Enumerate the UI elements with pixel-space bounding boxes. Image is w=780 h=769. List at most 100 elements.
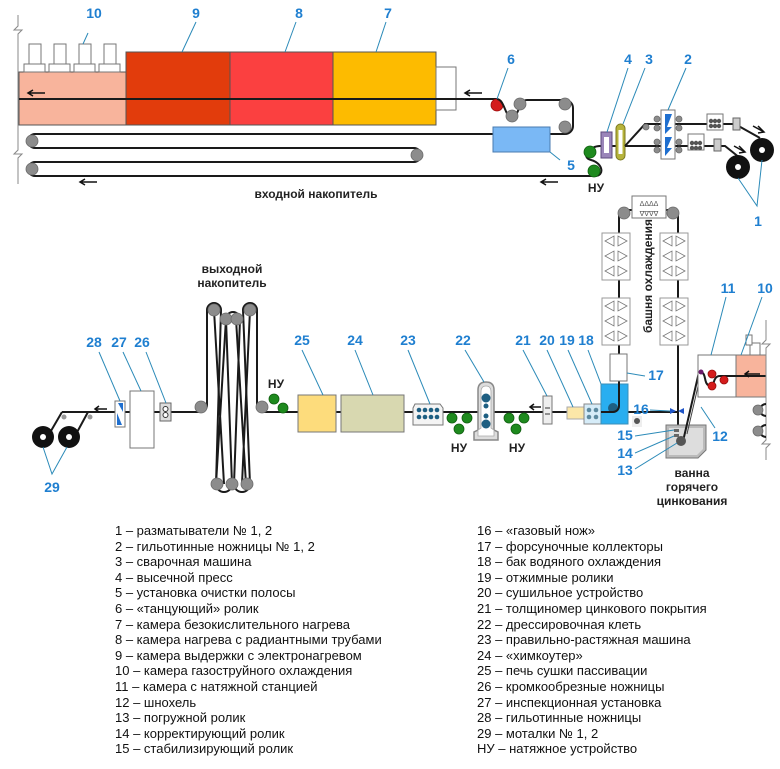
legend-item: 27 – инспекционная установка <box>477 694 662 710</box>
nozzle-icon <box>604 235 615 247</box>
nozzle-icon <box>675 265 686 277</box>
legend-item: 18 – бак водяного охлаждения <box>477 554 662 570</box>
direction-arrow <box>752 125 766 134</box>
legend-item: 9 – камера выдержки с электронагревом <box>115 647 362 663</box>
leader-line <box>375 21 387 53</box>
nozzle-icon <box>604 315 615 327</box>
legend-item: 11 – камера с натяжной станцией <box>115 678 318 694</box>
nozzle-icon <box>675 235 686 247</box>
callout-9: 9 <box>192 5 200 21</box>
callout-11: 11 <box>721 280 736 296</box>
uncoiler-2 <box>726 155 750 179</box>
nozzle-icon <box>617 330 628 342</box>
roll <box>752 425 764 437</box>
callout-25: 25 <box>294 332 310 348</box>
leader-line <box>549 151 561 161</box>
callout-5: 5 <box>567 157 575 173</box>
callout-15: 15 <box>617 427 633 443</box>
leader-line <box>42 446 68 476</box>
exhaust-fitting-dot <box>634 418 640 424</box>
legend-item: 20 – сушильное устройство <box>477 585 644 601</box>
direction-arrow <box>528 403 541 411</box>
leader-line <box>606 67 629 133</box>
cooling-fans <box>23 43 121 73</box>
break-line-right <box>760 320 772 460</box>
callout-19: 19 <box>559 332 575 348</box>
nozzle-icon <box>662 235 673 247</box>
roll <box>617 206 631 220</box>
leader-line <box>122 351 142 392</box>
legend-item: 14 – корректирующий ролик <box>115 725 285 741</box>
leader-line <box>737 159 763 208</box>
roll <box>25 134 39 148</box>
edge-trimmer-26 <box>159 402 172 422</box>
stabilizer-roll-15 <box>674 429 679 432</box>
legend-item: 2 – гильотинные ножницы № 1, 2 <box>115 538 315 554</box>
leader-line <box>145 351 167 404</box>
snout-roll <box>698 369 704 375</box>
legend-item: 6 – «танцующий» ролик <box>115 600 259 616</box>
leader-line <box>407 349 431 405</box>
spray-header-box-17 <box>609 353 628 382</box>
coiler-2 <box>58 426 80 448</box>
nozzle-icon <box>604 265 615 277</box>
nozzle-icon <box>617 250 628 262</box>
nozzle-icon <box>675 300 686 312</box>
leader-line <box>622 67 646 125</box>
radiant-tube-chamber-8 <box>229 51 334 126</box>
legend-item: 28 – гильотинные ножницы <box>477 710 642 726</box>
nozzle-icon <box>617 315 628 327</box>
roll <box>25 162 39 176</box>
leader-line <box>284 21 297 53</box>
roll <box>61 414 67 420</box>
callout-29: 29 <box>44 479 60 495</box>
legend-item: НУ – натяжное устройство <box>477 741 638 757</box>
output-accumulator <box>194 302 282 493</box>
callout-12: 12 <box>712 428 728 444</box>
nozzle-icon <box>662 330 673 342</box>
legend-item: 7 – камера безокислительного нагрева <box>115 616 350 632</box>
direction-arrow <box>463 89 482 97</box>
tension-unit-label: НУ <box>451 441 468 455</box>
legend-item: 3 – сварочная машина <box>115 554 252 570</box>
callout-6: 6 <box>507 51 515 67</box>
cooling-tower-label: башня охлаждения <box>641 219 655 333</box>
leader-line <box>740 296 763 356</box>
leader-line <box>700 406 716 429</box>
callout-2: 2 <box>684 51 692 67</box>
legend-item: 10 – камера газоструйного охлаждения <box>115 663 353 679</box>
strip-cleaning-unit-5 <box>492 126 551 153</box>
callout-23: 23 <box>400 332 416 348</box>
legend-item: 4 – высечной пресс <box>115 569 233 585</box>
legend-item: 12 – шнохель <box>115 694 197 710</box>
nozzle-icon <box>617 235 628 247</box>
callout-8: 8 <box>295 5 303 21</box>
legend-item: 15 – стабилизирующий ролик <box>115 741 294 757</box>
legend-item: 24 – «химкоутер» <box>477 647 583 663</box>
tension-roll <box>707 381 717 391</box>
legend-item: 1 – разматыватели № 1, 2 <box>115 523 273 538</box>
nozzle-icon <box>617 265 628 277</box>
legend-item: 22 – дрессировочная клеть <box>477 616 642 632</box>
leader-line <box>634 442 678 470</box>
strip-entry <box>585 145 645 177</box>
legend-item: 25 – печь сушки пассивации <box>477 663 648 679</box>
welder-window <box>618 130 623 154</box>
strip-uncoiler-1 <box>624 123 761 147</box>
top-cooling-nozzles: ΔΔΔΔ ∇∇∇∇ <box>631 195 667 219</box>
leader-line <box>546 349 574 408</box>
nozzle-icon <box>675 250 686 262</box>
callout-7: 7 <box>384 5 392 21</box>
leader-line <box>496 67 509 100</box>
chemcoater-24 <box>340 394 405 433</box>
callout-10: 10 <box>86 5 102 21</box>
legend-item: 8 – камера нагрева с радиантными трубами <box>115 632 382 648</box>
direct-fired-chamber-7 <box>332 51 437 126</box>
tension-roll <box>719 375 729 385</box>
input-accumulator-label: входной накопитель <box>254 187 377 201</box>
holding-chamber-9 <box>125 51 231 126</box>
leader-line <box>710 296 727 356</box>
spray-headers-17 <box>601 232 689 346</box>
squeeze-rolls-19 <box>583 403 602 425</box>
